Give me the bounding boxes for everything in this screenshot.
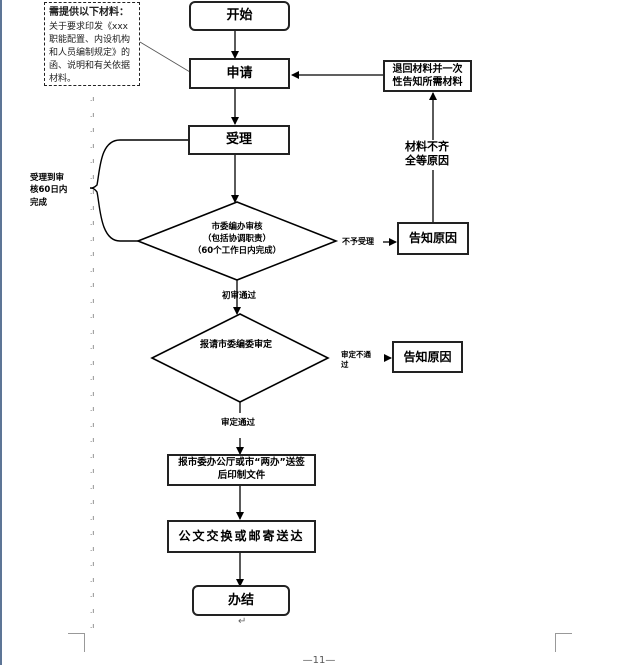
paragraph-mark: .ı xyxy=(90,250,95,258)
edge-label-initial-pass: 初审通过 xyxy=(222,291,256,302)
paragraph-mark: .ı xyxy=(90,420,95,429)
node-return-materials: 退回材料并一次性告知所需材料 xyxy=(383,60,472,92)
print-line-1: 报市委办公厅或市“两办”送签 xyxy=(178,457,305,469)
brace xyxy=(89,139,190,242)
node-apply-label: 申请 xyxy=(226,65,253,81)
notify-2-label: 告知原因 xyxy=(403,349,452,364)
node-start: 开始 xyxy=(189,1,290,31)
paragraph-mark: .ı xyxy=(90,467,95,475)
exchange-label: 公文交换或邮寄送达 xyxy=(178,529,305,544)
paragraph-mark: .ı xyxy=(90,281,95,289)
paragraph-mark: .ı xyxy=(90,513,95,522)
not-accepted-text: 不予受理 xyxy=(342,237,374,246)
node-accept-label: 受理 xyxy=(225,132,252,148)
node-accept: 受理 xyxy=(188,125,290,155)
rejected-line-1: 审定不通 xyxy=(341,350,371,359)
window-edge xyxy=(0,0,2,665)
node-end: 办结 xyxy=(192,585,290,616)
page-number: —11— xyxy=(302,655,336,666)
node-notify-reason-2: 告知原因 xyxy=(392,341,463,373)
paragraph-mark: .ı xyxy=(90,436,95,444)
submit-diamond xyxy=(150,313,330,403)
paragraph-mark: .ı xyxy=(90,405,95,413)
paragraph-mark: .ı xyxy=(90,622,95,630)
paragraph-mark: .ı xyxy=(90,110,95,119)
initial-pass-text: 初审通过 xyxy=(222,291,257,301)
paragraph-mark: .ı xyxy=(90,606,95,615)
node-end-label: 办结 xyxy=(227,592,254,608)
print-line-2: 后印制文件 xyxy=(217,470,266,481)
approved-text: 审定通过 xyxy=(221,418,256,428)
paragraph-mark: .ı xyxy=(90,126,95,134)
edge-label-rejected: 审定不通 过 xyxy=(341,350,371,370)
review-line-3: （60个工作日内完成） xyxy=(192,245,282,256)
node-apply: 申请 xyxy=(189,58,290,89)
incomplete-line-1: 材料不齐 xyxy=(405,140,449,153)
paragraph-mark: .ı xyxy=(90,203,95,212)
paragraph-mark: .ı xyxy=(90,141,95,150)
submit-label: 报请市委编委审定 xyxy=(200,340,272,352)
paragraph-mark: .ı xyxy=(90,451,95,460)
brace-line-2: 核60日内 xyxy=(30,185,68,196)
return-mark-icon: ↵ xyxy=(238,616,247,627)
edge-label-not-accepted: 不予受理 xyxy=(342,237,374,247)
brace-line-1: 受理到审 xyxy=(30,173,65,183)
incomplete-line-2: 全等原因 xyxy=(405,154,449,168)
brace-label: 受理到审 核60日内 完成 xyxy=(30,172,67,209)
paragraph-mark: .ı xyxy=(90,482,95,491)
node-print-document: 报市委办公厅或市“两办”送签 后印制文件 xyxy=(167,454,316,486)
paragraph-mark: .ı xyxy=(90,358,95,367)
edge-label-incomplete: 材料不齐 全等原因 xyxy=(405,140,449,169)
review-label: 市委编办审核 （包括协调职责） （60个工作日内完成） xyxy=(187,222,287,258)
submit-text: 报请市委编委审定 xyxy=(200,340,273,350)
page-corner-left xyxy=(68,633,85,652)
paragraph-mark: .ı xyxy=(90,172,95,181)
paragraph-mark: .ı xyxy=(90,265,95,274)
paragraph-mark: .ı xyxy=(90,296,95,305)
paragraph-mark: .ı xyxy=(90,327,95,336)
rejected-line-2: 过 xyxy=(341,359,349,369)
note-connector xyxy=(139,41,191,73)
brace-line-3: 完成 xyxy=(30,197,48,208)
paragraph-mark: .ı xyxy=(90,544,95,553)
node-notify-reason-1: 告知原因 xyxy=(397,222,469,255)
paragraph-mark: .ı xyxy=(90,219,95,227)
required-materials-note: 需提供以下材料： 关于要求印发《xxx职能配置、内设机构和人员编制规定》的函、说… xyxy=(44,2,140,86)
node-return-label: 退回材料并一次性告知所需材料 xyxy=(392,63,463,89)
page-corner-right xyxy=(555,633,572,652)
paragraph-mark: .ı xyxy=(90,591,95,599)
paragraph-mark: .ı xyxy=(90,575,95,584)
node-exchange: 公文交换或邮寄送达 xyxy=(167,520,316,553)
note-body: 关于要求印发《xxx职能配置、内设机构和人员编制规定》的函、说明和有关依据材料。 xyxy=(49,21,131,84)
review-line-2: （包括协调职责） xyxy=(202,233,271,244)
paragraph-mark: .ı xyxy=(90,389,95,398)
paragraph-mark: .ı xyxy=(90,343,95,351)
note-heading: 需提供以下材料： xyxy=(49,7,129,18)
paragraph-mark: .ı xyxy=(90,95,95,103)
node-start-label: 开始 xyxy=(226,8,253,24)
review-line-1: 市委编办审核 xyxy=(211,222,263,232)
paragraph-mark: .ı xyxy=(90,234,95,243)
paragraph-mark: .ı xyxy=(90,529,95,537)
paragraph-mark: .ı xyxy=(90,560,95,568)
paragraph-mark: .ı xyxy=(90,157,95,165)
paragraph-mark: .ı xyxy=(90,188,95,196)
paragraph-mark: .ı xyxy=(90,374,95,382)
notify-1-label: 告知原因 xyxy=(408,231,457,246)
paragraph-mark: .ı xyxy=(90,312,95,320)
edge-label-approved: 审定通过 xyxy=(221,418,255,429)
paragraph-mark: .ı xyxy=(90,498,95,506)
